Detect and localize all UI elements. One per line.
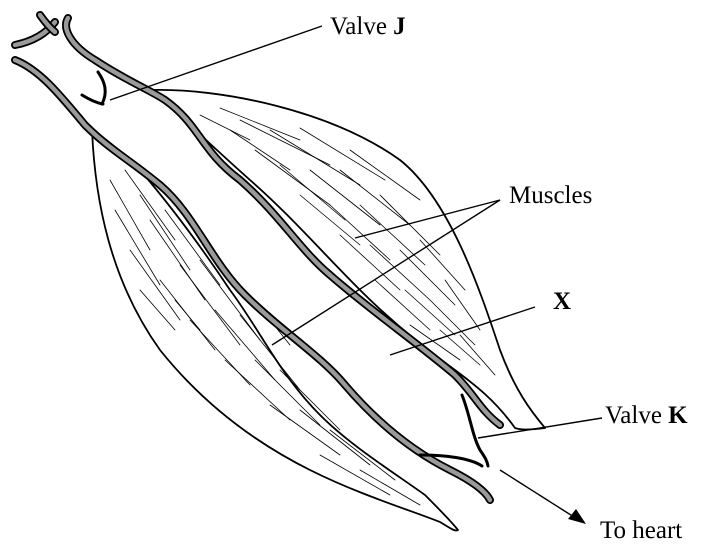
valve-j-label-letter: J [393, 13, 406, 40]
valve-k-label-letter: K [668, 402, 688, 429]
valve-j-flap-upper [98, 72, 105, 104]
muscles-leader-line-upper [355, 200, 500, 238]
to-heart-arrowhead [568, 509, 586, 524]
to-heart-arrow-shaft [500, 470, 574, 517]
vein-right-wall [66, 18, 500, 425]
x-leader-line [390, 307, 535, 355]
to-heart-arrow [500, 470, 586, 524]
valve-k-label-prefix: Valve [605, 402, 668, 429]
valve-j [82, 72, 105, 104]
x-label: X [553, 288, 571, 315]
valve-k-label: Valve K [605, 402, 688, 429]
to-heart-label: To heart [600, 517, 682, 544]
vein-branch [15, 15, 55, 45]
valve-j-label: Valve J [330, 13, 406, 40]
valve-j-leader-line [110, 26, 322, 100]
valve-j-flap-lower [82, 95, 103, 104]
muscles-label: Muscles [509, 182, 592, 209]
valve-j-label-prefix: Valve [330, 13, 393, 40]
